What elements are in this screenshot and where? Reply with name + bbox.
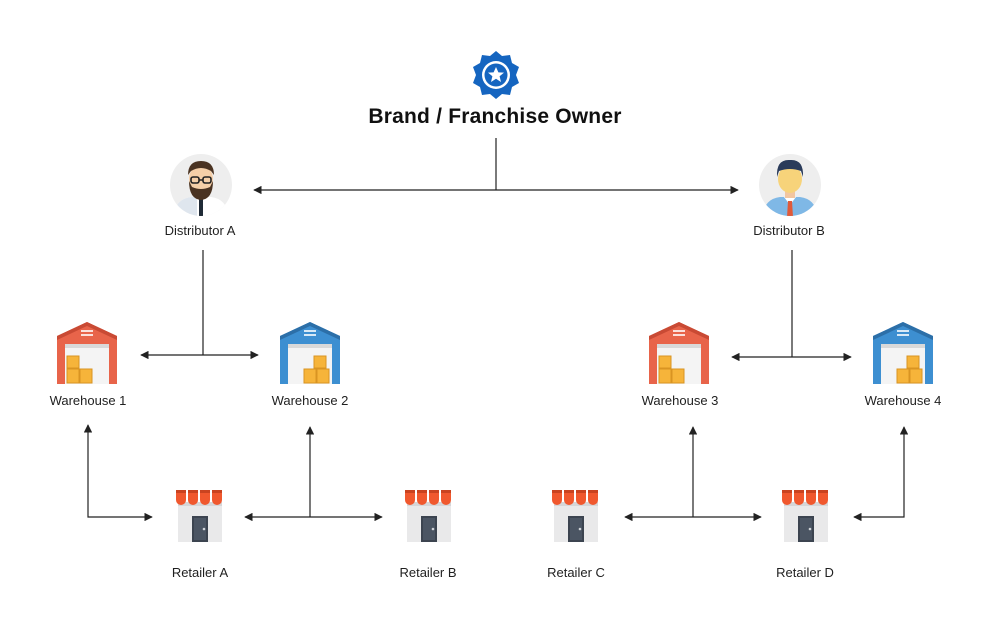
retailer-d-label: Retailer D	[776, 565, 834, 580]
brand-badge-icon	[473, 51, 519, 99]
connector-lines	[83, 138, 909, 522]
retailer-d-store-icon	[782, 490, 828, 542]
warehouse-2-label: Warehouse 2	[271, 393, 349, 408]
brand-owner-title: Brand / Franchise Owner	[368, 105, 622, 128]
retailer-b-store-icon	[405, 490, 451, 542]
distributor-b-label: Distributor B	[753, 223, 825, 238]
warehouse-3-icon	[649, 322, 709, 384]
distributor-b-avatar-icon	[759, 154, 821, 216]
warehouse-2-icon	[280, 322, 340, 384]
retailer-a-store-icon	[176, 490, 222, 542]
warehouse-4-icon	[873, 322, 933, 384]
warehouse-1-icon	[57, 322, 117, 384]
distributor-a-avatar-icon	[170, 154, 232, 216]
warehouse-1-label: Warehouse 1	[49, 393, 127, 408]
retailer-c-label: Retailer C	[547, 565, 605, 580]
distributor-a-label: Distributor A	[164, 223, 236, 238]
retailer-b-label: Retailer B	[399, 565, 457, 580]
retailer-a-label: Retailer A	[171, 565, 229, 580]
retailer-a-to-warehouse-1-arrow	[83, 424, 153, 522]
retailer-d-to-warehouse-4-arrow	[853, 426, 909, 522]
warehouse-3-label: Warehouse 3	[641, 393, 719, 408]
retailer-c-store-icon	[552, 490, 598, 542]
warehouse-4-label: Warehouse 4	[864, 393, 942, 408]
